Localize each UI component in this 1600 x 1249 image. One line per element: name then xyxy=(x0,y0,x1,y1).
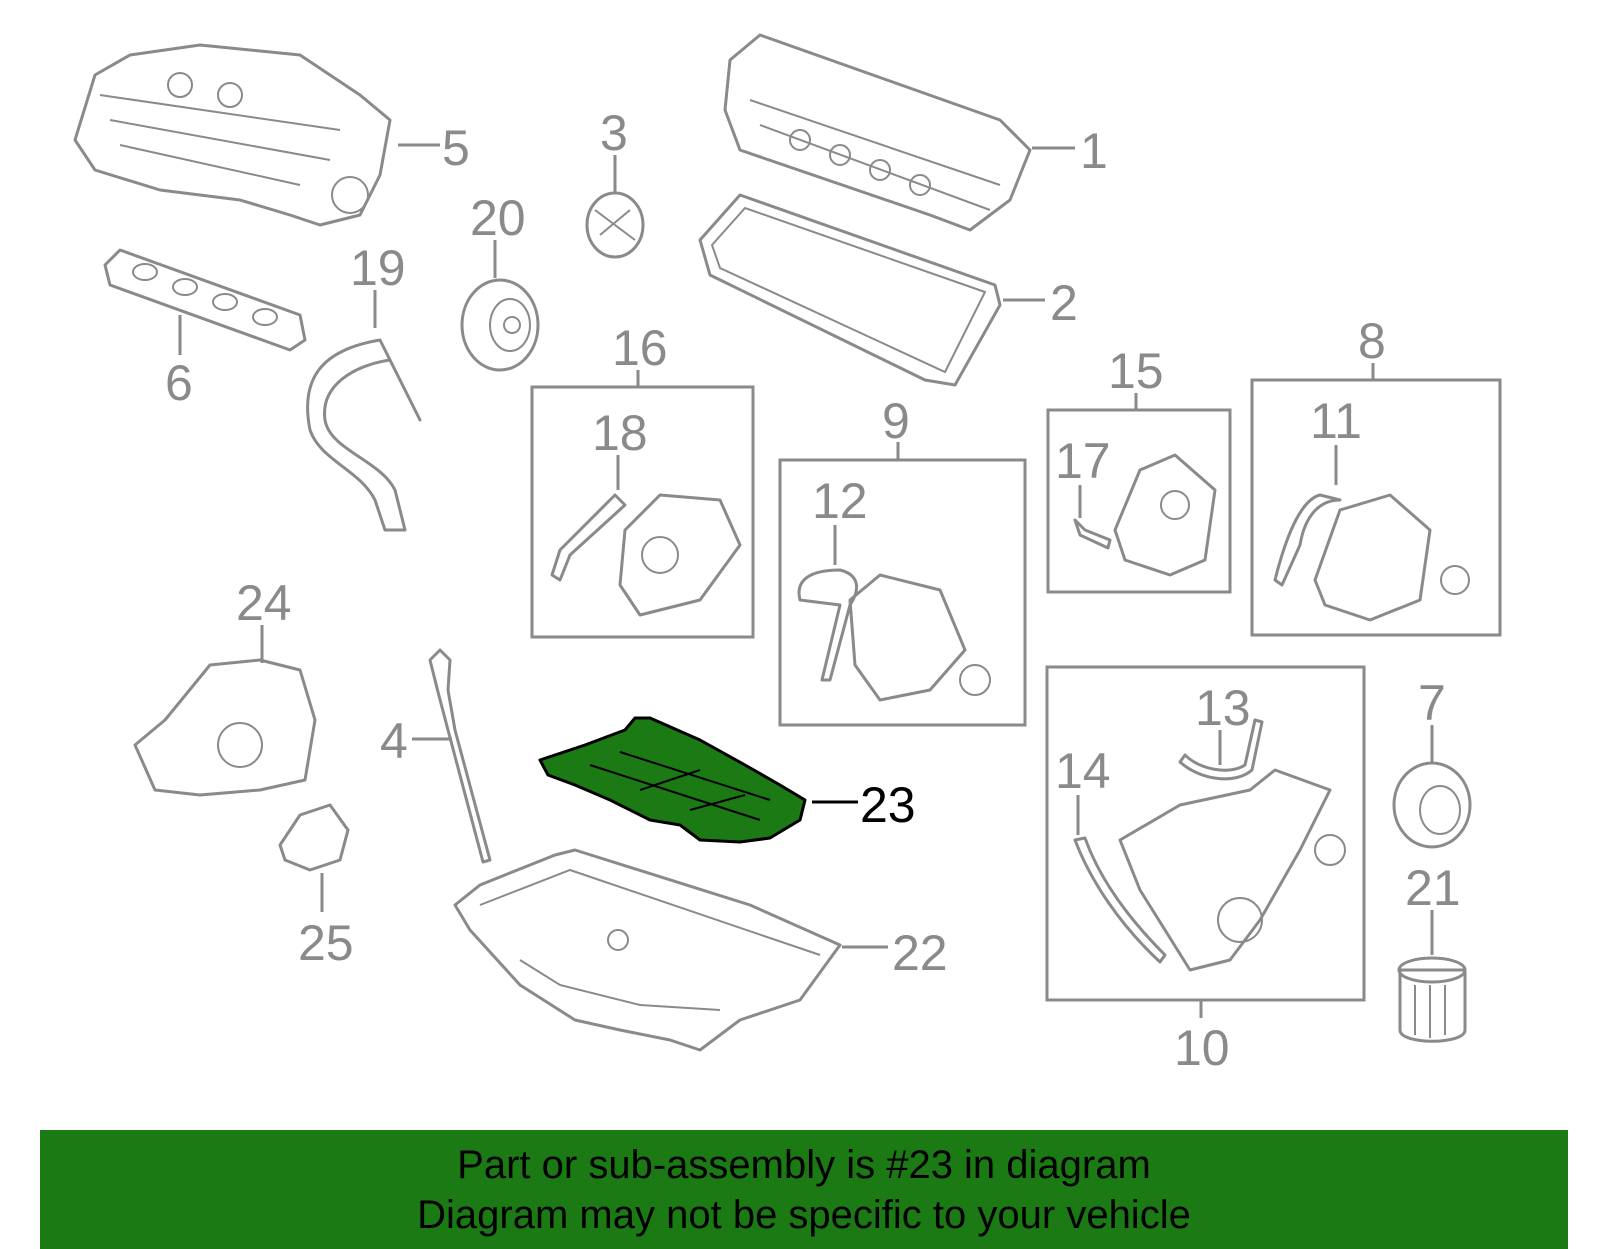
group-box-8 xyxy=(1250,378,1502,637)
part-11-cover-seal[interactable] xyxy=(1273,493,1342,587)
part-13-cover-seal[interactable] xyxy=(1178,718,1264,781)
callout-22[interactable]: 22 xyxy=(892,925,948,981)
notice-banner: Part or sub-assembly is #23 in diagram D… xyxy=(40,1130,1568,1249)
part-8-timing-cover-rear[interactable] xyxy=(1313,493,1470,622)
banner-line-1: Part or sub-assembly is #23 in diagram xyxy=(457,1143,1151,1187)
group-box-9 xyxy=(778,458,1027,727)
callout-16[interactable]: 16 xyxy=(612,320,668,376)
callout-18[interactable]: 18 xyxy=(592,405,648,461)
part-7-crankshaft-pulley[interactable] xyxy=(1392,761,1472,849)
part-18-cover-seal[interactable] xyxy=(550,493,627,582)
group-box-15 xyxy=(1046,408,1232,594)
part-19-timing-belt[interactable] xyxy=(306,338,422,532)
part-14-cover-seal[interactable] xyxy=(1073,836,1167,964)
callout-21[interactable]: 21 xyxy=(1405,860,1461,916)
callout-11[interactable]: 11 xyxy=(1310,393,1362,449)
part-20-timing-pulley[interactable] xyxy=(460,278,540,372)
callout-8[interactable]: 8 xyxy=(1358,313,1386,369)
callout-25[interactable]: 25 xyxy=(298,915,354,971)
callout-23[interactable]: 23 xyxy=(860,777,916,833)
part-25-oil-strainer[interactable] xyxy=(278,803,350,872)
part-15-timing-cover-lower-rear[interactable] xyxy=(1113,453,1217,577)
part-12-cover-seal[interactable] xyxy=(797,568,859,682)
part-2-valve-cover-gasket[interactable] xyxy=(698,193,1002,387)
callout-24[interactable]: 24 xyxy=(236,575,292,631)
callout-17[interactable]: 17 xyxy=(1055,433,1111,489)
part-17-cover-seal[interactable] xyxy=(1073,518,1112,550)
banner-line-2: Diagram may not be specific to your vehi… xyxy=(417,1193,1191,1237)
callout-13[interactable]: 13 xyxy=(1195,680,1251,736)
part-24-oil-pump[interactable] xyxy=(133,658,317,797)
part-21-oil-filter[interactable] xyxy=(1397,956,1467,1043)
part-10-timing-cover-lower[interactable] xyxy=(1118,768,1346,972)
callout-2[interactable]: 2 xyxy=(1050,275,1078,331)
part-5-intake-manifold[interactable] xyxy=(73,43,392,227)
callout-5[interactable]: 5 xyxy=(442,120,470,176)
part-6-manifold-gasket[interactable] xyxy=(103,248,307,352)
callout-15[interactable]: 15 xyxy=(1108,343,1164,399)
callout-20[interactable]: 20 xyxy=(470,190,526,246)
group-box-16 xyxy=(530,385,755,639)
group-box-10 xyxy=(1045,665,1366,1002)
part-9-timing-cover-upper[interactable] xyxy=(848,573,991,702)
callout-9[interactable]: 9 xyxy=(882,393,910,449)
callout-19[interactable]: 19 xyxy=(350,240,406,296)
engine-parts-diagram: 5 1 2 3 20 6 19 16 xyxy=(73,33,1502,1076)
callout-1[interactable]: 1 xyxy=(1080,123,1108,179)
part-1-valve-cover[interactable] xyxy=(723,33,1032,232)
callout-7[interactable]: 7 xyxy=(1418,675,1446,731)
part-4-dipstick[interactable] xyxy=(428,648,492,864)
callout-6[interactable]: 6 xyxy=(165,355,193,411)
callout-14[interactable]: 14 xyxy=(1055,743,1111,799)
callout-10[interactable]: 10 xyxy=(1174,1020,1230,1076)
callout-3[interactable]: 3 xyxy=(600,105,628,161)
callout-4[interactable]: 4 xyxy=(380,713,408,769)
part-23-oil-pan-baffle[interactable] xyxy=(538,716,807,844)
part-16-timing-cover-upper-rear[interactable] xyxy=(618,493,742,617)
callout-12[interactable]: 12 xyxy=(812,473,868,529)
part-3-oil-filler-cap[interactable] xyxy=(585,191,645,259)
part-22-oil-pan[interactable] xyxy=(453,848,842,1052)
